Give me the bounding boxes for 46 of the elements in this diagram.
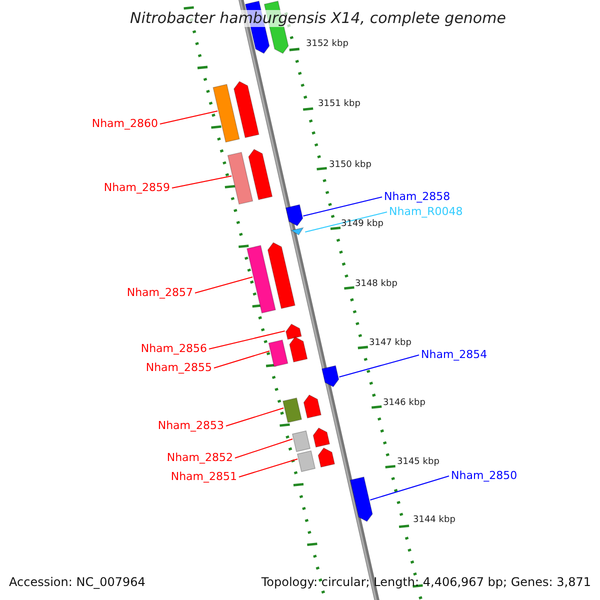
leader-line: [172, 176, 232, 188]
leader-line: [304, 212, 388, 232]
gene-label: Nham_2856: [140, 343, 207, 354]
leader-line: [302, 196, 382, 216]
leader-line: [160, 110, 218, 124]
leader-line: [238, 458, 298, 478]
accession-text: Accession: NC_007964: [9, 576, 146, 588]
gene-label: Nham_2855: [146, 362, 212, 373]
gene-feature: [296, 447, 336, 472]
gene-label: Nham_2852: [166, 452, 233, 463]
position-label: 3151 kbp: [318, 100, 360, 109]
gene-label: Nham_2850: [451, 470, 518, 481]
gene-feature: [212, 80, 260, 143]
position-label: 3147 kbp: [369, 339, 412, 348]
leader-line: [226, 408, 284, 426]
gene-label: Nham_2859: [104, 182, 170, 193]
diagram-title: Nitrobacter hamburgensis X14, complete genome: [128, 10, 508, 27]
leader-line: [338, 354, 420, 378]
gene-feature: [292, 427, 330, 452]
leader-line: [214, 350, 270, 368]
gene-feature: [321, 365, 340, 388]
gene-feature: [227, 148, 273, 205]
position-label: 3144 kbp: [413, 516, 456, 525]
gene-label: Nham_2858: [384, 191, 450, 202]
gene-label: Nham_2851: [170, 471, 237, 482]
gene-label: Nham_2860: [92, 118, 158, 129]
gene-feature: [282, 394, 322, 424]
gene-label: Nham_2853: [158, 420, 224, 431]
gene-feature: [246, 242, 296, 314]
position-label: 3146 kbp: [383, 399, 426, 408]
position-label: 3145 kbp: [397, 458, 440, 467]
gene-feature: [268, 336, 308, 367]
position-label: 3150 kbp: [329, 161, 372, 170]
gene-feature: [350, 476, 373, 522]
gene-feature: [286, 324, 302, 340]
position-label: 3148 kbp: [355, 280, 398, 289]
genome-summary-text: Topology: circular; Length: 4,406,967 bp; Genes: 3,871: [261, 576, 591, 588]
leader-line: [208, 330, 286, 350]
leader-line: [234, 438, 294, 458]
position-label: 3149 kbp: [341, 220, 384, 229]
leader-line: [370, 476, 450, 500]
position-label: 3152 kbp: [306, 40, 348, 49]
gene-feature: [285, 204, 304, 226]
gene-label: Nham_R0048: [389, 206, 463, 217]
gene-label: Nham_2854: [421, 349, 488, 360]
gene-label: Nham_2857: [126, 287, 193, 298]
